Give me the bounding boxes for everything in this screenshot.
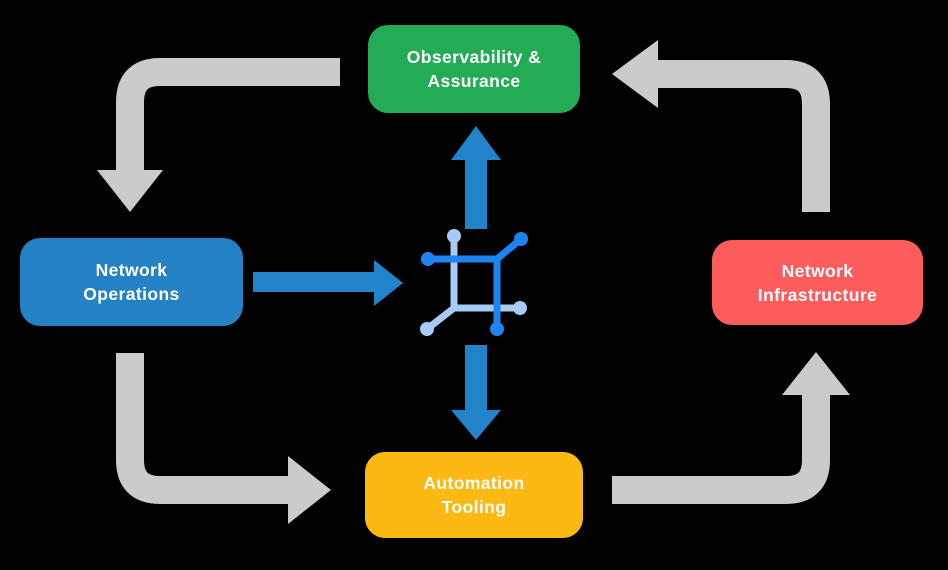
cycle-arrowhead-left [612,40,658,108]
node-operations-label: Network Operations [83,260,180,304]
network-mesh-icon [420,229,528,336]
mesh-node-dot [421,252,435,266]
mesh-node-dot [447,229,461,243]
mesh-node-dot [514,232,528,246]
cycle-arrow-automation-to-infrastructure [612,352,850,504]
hub-arrow-operations-to-hub [253,260,403,306]
cycle-arrow-shaft [612,395,830,504]
mesh-light-strands [420,229,527,336]
cycle-arrowhead-down [97,170,163,212]
node-automation-label: Automation Tooling [423,473,525,517]
cycle-arrow-observability-to-operations [97,58,340,212]
node-network-infrastructure: Network Infrastructure [712,240,923,325]
hub-arrowhead-down [451,410,501,440]
hub-arrow-hub-to-observability [451,126,501,229]
hub-arrowhead-up [451,126,501,160]
mesh-node-dot [420,322,434,336]
cycle-arrowhead-right [288,456,331,524]
node-infrastructure-label: Network Infrastructure [757,260,878,305]
mesh-node-dot [513,301,527,315]
cycle-arrow-shaft [116,353,288,504]
node-observability-label: Observability & Assurance [406,47,542,91]
hub-arrow-hub-to-automation [451,345,501,440]
node-automation-tooling: Automation Tooling [365,452,583,538]
cycle-arrow-infrastructure-to-observability [612,40,830,212]
mesh-node-dot [490,322,504,336]
cycle-arrowhead-up [782,352,850,395]
mesh-dark-strands [421,232,528,336]
hub-arrowhead-right [374,260,403,306]
cycle-arrow-operations-to-automation [116,353,331,524]
cycle-arrow-shaft [116,58,340,171]
node-network-operations: Network Operations [20,238,243,326]
node-observability-assurance: Observability & Assurance [368,25,580,113]
cycle-arrow-shaft [658,60,830,212]
